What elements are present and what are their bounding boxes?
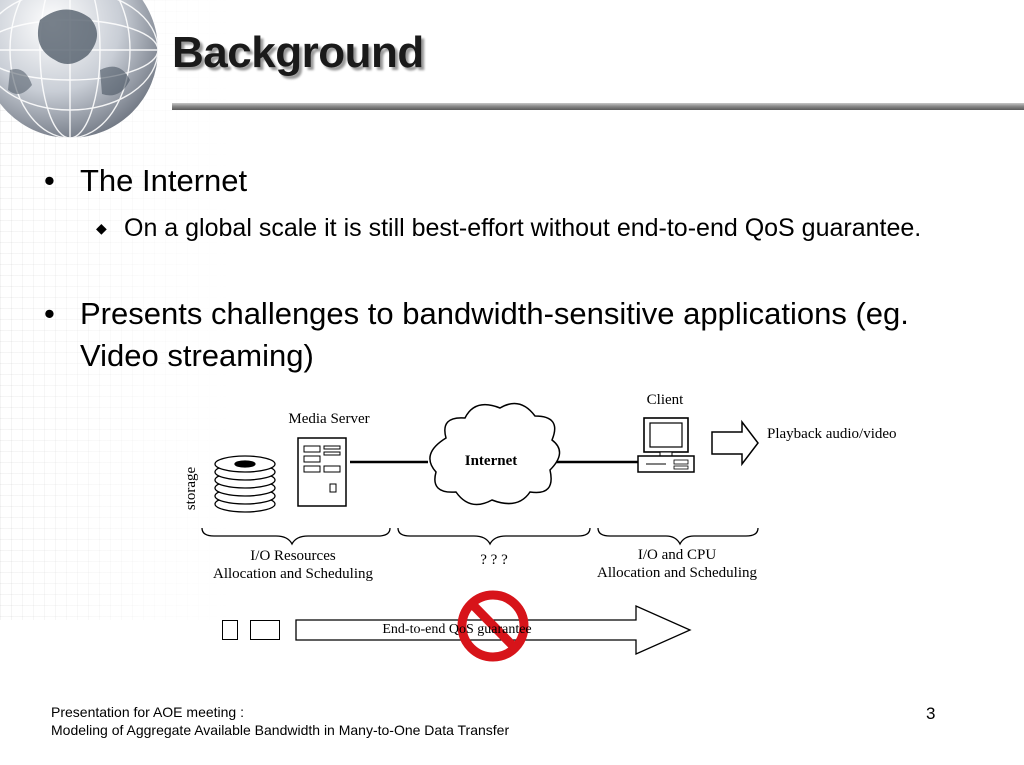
bullet-text: Presents challenges to bandwidth-sensiti…: [80, 296, 909, 373]
brace-io-cpu: [597, 527, 759, 546]
io-cpu-label-line1: I/O and CPU: [637, 547, 717, 563]
bullet-internet: • The Internet: [44, 160, 980, 202]
title-underline: [172, 103, 1024, 110]
sub-bullet-text: On a global scale it is still best-effor…: [124, 214, 922, 242]
internet-cloud-icon: [429, 402, 561, 506]
bullet-mark: •: [44, 296, 55, 331]
media-server-label: Media Server: [288, 411, 370, 427]
playback-arrow-icon: [711, 419, 759, 467]
disk-stack-icon: [214, 455, 276, 513]
storage-label: storage: [183, 466, 200, 511]
io-cpu-label-line2: Allocation and Scheduling: [597, 565, 757, 581]
page-number: 3: [926, 704, 936, 723]
slide-title: Background: [172, 28, 424, 77]
server-tower-icon: [297, 437, 347, 507]
placeholder-glyph-box: [222, 620, 238, 640]
network-diagram: Client Media Server Internet storage Pla…: [183, 388, 930, 668]
unknown-label: ? ? ?: [480, 552, 508, 568]
footer-line-1: Presentation for AOE meeting :: [51, 704, 244, 720]
brace-internet: [397, 527, 591, 546]
client-computer-icon: [637, 417, 695, 473]
diagram-graphics: [201, 402, 759, 662]
bullet-mark: •: [44, 163, 55, 198]
sub-bullet-best-effort: ◆ On a global scale it is still best-eff…: [96, 210, 974, 246]
bullet-challenges: • Presents challenges to bandwidth-sensi…: [44, 293, 990, 377]
client-label: Client: [646, 392, 684, 408]
diamond-bullet-icon: ◆: [96, 220, 107, 236]
prohibited-icon: [457, 590, 529, 662]
playback-label: Playback audio/video: [767, 426, 897, 442]
footer-line-2: Modeling of Aggregate Available Bandwidt…: [51, 722, 510, 738]
globe-icon: [0, 0, 159, 139]
placeholder-glyph-box: [250, 620, 280, 640]
end-to-end-label: End-to-end QoS guarantee: [382, 622, 532, 637]
brace-io-resources: [201, 527, 391, 546]
io-resources-label-line1: I/O Resources: [250, 548, 336, 564]
internet-label: Internet: [464, 453, 518, 469]
bullet-text: The Internet: [80, 163, 248, 198]
io-resources-label-line2: Allocation and Scheduling: [213, 566, 373, 582]
